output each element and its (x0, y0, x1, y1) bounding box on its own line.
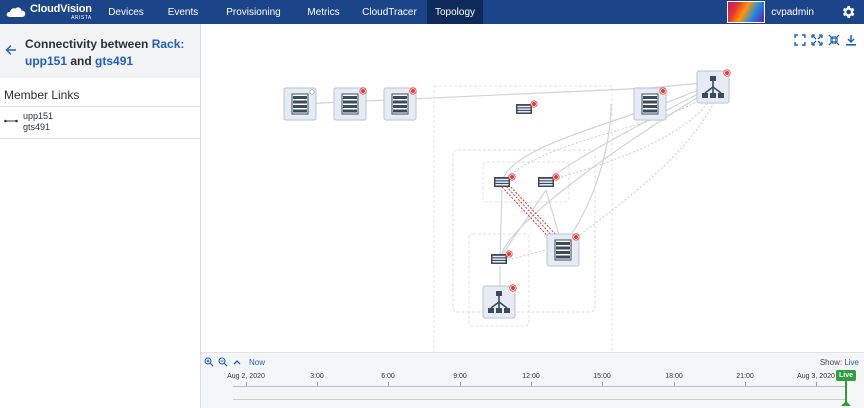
connectivity-panel: Connectivity between Rack: upp151 and gt… (0, 24, 201, 408)
rack-container[interactable] (433, 85, 613, 352)
back-arrow-icon[interactable] (5, 44, 17, 56)
server-icon[interactable] (546, 233, 580, 267)
device-a-link[interactable]: upp151 (25, 54, 68, 68)
nav-topology[interactable]: Topology (427, 0, 483, 24)
timeline-track[interactable] (233, 399, 845, 400)
show-label: Show: (819, 358, 843, 367)
nav-cloudtracer[interactable]: CloudTracer (362, 6, 417, 18)
topology-graph (283, 69, 731, 352)
member-link-b: gts491 (23, 122, 51, 132)
host-group-container[interactable] (468, 233, 530, 327)
user-name[interactable]: cvpadmin (771, 6, 814, 18)
router-icon[interactable] (696, 69, 731, 104)
title-conj: and (70, 54, 92, 68)
timeline-axis[interactable] (233, 386, 845, 387)
tick-label: 21:00 (736, 373, 754, 380)
link-icon (4, 119, 18, 123)
tick-label: 15:00 (593, 373, 611, 380)
show-live-link[interactable]: Live (844, 358, 859, 367)
live-marker-stem[interactable] (845, 381, 847, 403)
top-nav: CloudVision ARISTA Devices Events Provis… (0, 0, 864, 24)
leaf-group-container[interactable] (482, 161, 570, 203)
chevron-up-icon[interactable] (232, 357, 242, 367)
tick-label: 6:00 (381, 373, 395, 380)
panel-header: Connectivity between Rack: upp151 and gt… (0, 24, 200, 78)
nav-metrics[interactable]: Metrics (307, 6, 340, 18)
switch-icon[interactable] (538, 173, 560, 187)
rack-link[interactable]: Rack: (151, 37, 185, 51)
cloud-logo-icon (6, 7, 26, 17)
nav-provisioning[interactable]: Provisioning (226, 6, 281, 18)
switch-icon[interactable] (516, 100, 538, 114)
expand-icon[interactable] (810, 33, 824, 47)
download-icon[interactable] (844, 33, 858, 47)
page-title: Connectivity between Rack: upp151 and gt… (25, 36, 197, 70)
collapse-icon[interactable] (827, 33, 841, 47)
live-marker-handle[interactable] (841, 401, 851, 406)
pod-container[interactable] (452, 149, 596, 313)
device-b-link[interactable]: gts491 (95, 54, 134, 68)
topology-canvas[interactable] (201, 24, 864, 352)
fit-screen-icon[interactable] (793, 33, 807, 47)
member-link-a: upp151 (23, 111, 54, 121)
server-icon[interactable] (333, 87, 367, 121)
server-icon[interactable] (383, 87, 417, 121)
brand-name: CloudVision (30, 2, 92, 15)
tick-label: Aug 3, 2020 (797, 373, 835, 380)
zoom-out-icon[interactable] (218, 357, 228, 367)
server-icon[interactable] (633, 87, 667, 121)
gear-icon[interactable] (840, 4, 856, 20)
live-marker[interactable]: Live (836, 370, 856, 381)
brand-sub: ARISTA (71, 14, 92, 21)
tick-label: 3:00 (310, 373, 324, 380)
avatar[interactable] (727, 1, 766, 23)
server-icon[interactable] (283, 87, 317, 121)
nav-devices[interactable]: Devices (108, 6, 144, 18)
list-item[interactable]: upp151 gts491 (0, 107, 200, 139)
title-prefix: Connectivity between (25, 37, 149, 51)
timeline[interactable]: Now Show: Live Aug 2, 2020 3:00 6:00 9:0… (201, 352, 864, 408)
user-menu[interactable]: cvpadmin (727, 0, 864, 24)
now-button[interactable]: Now (249, 358, 266, 367)
show-mode: Show: Live (820, 358, 859, 367)
nav-events[interactable]: Events (167, 6, 199, 18)
tick-label: 18:00 (665, 373, 683, 380)
brand-logo[interactable]: CloudVision ARISTA (0, 0, 98, 24)
tick-label: Aug 2, 2020 (227, 373, 265, 380)
tick-label: 12:00 (522, 373, 540, 380)
router-icon[interactable] (482, 284, 517, 319)
member-links-title: Member Links (4, 88, 80, 102)
zoom-in-icon[interactable] (204, 357, 214, 367)
tick-label: 9:00 (453, 373, 467, 380)
